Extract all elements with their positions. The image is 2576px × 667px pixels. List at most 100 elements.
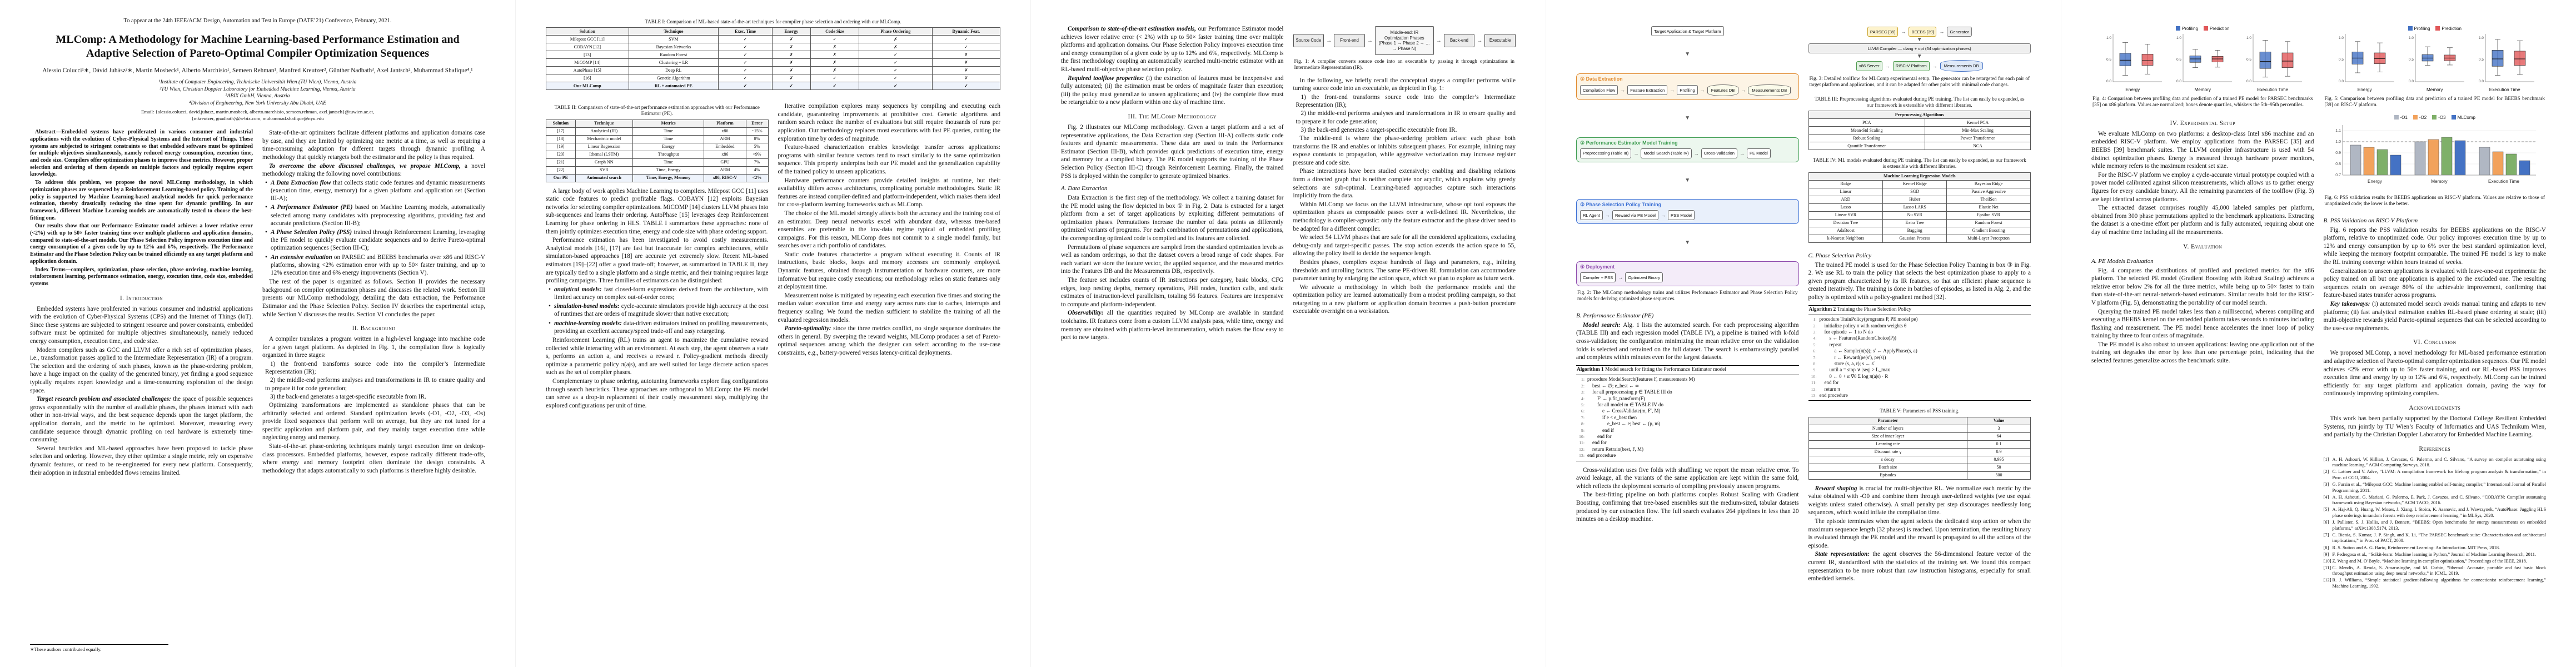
algorithm-line: 11:end for — [1808, 380, 2031, 386]
table-cell: 7% — [745, 158, 769, 167]
numbered-item: 2) the middle-end performs analyses and … — [265, 377, 485, 392]
page-4: Target Application & Target Platform▼① D… — [1546, 0, 2061, 667]
table-header-cell: Exec. Time — [718, 27, 773, 36]
table-cell: Epsilon SVR — [1946, 211, 2031, 220]
line-text: s ← Features(RandomChoice(P)) — [1829, 335, 1896, 341]
table-cell: 0.1 — [1967, 440, 2031, 449]
paragraph: Reward shaping is crucial for multi-obje… — [1808, 485, 2031, 516]
line-text: initialize policy π with random weights … — [1824, 322, 1907, 328]
table-cell: Ridge — [1808, 180, 1884, 188]
reference-number: [2] — [2323, 469, 2329, 475]
panel-label: Energy — [2357, 87, 2372, 92]
svg-text:1.0: 1.0 — [2339, 36, 2344, 40]
table-cell: ✗ — [931, 58, 1001, 67]
arrow-icon: → — [1700, 87, 1705, 93]
subsection-heading: B. PSS Validation on RISC-V Platform — [2323, 217, 2418, 224]
table-cell: Analytical (IR) — [575, 127, 633, 136]
paragraph: Feature-based characterization enables k… — [778, 144, 1001, 175]
table-cell: Linear SVR — [1808, 211, 1884, 220]
subsection-heading: A. Data Extraction — [1061, 185, 1108, 192]
figure-caption: Fig. 2: The MLComp methodology trains an… — [1577, 290, 1798, 302]
boxplot-chart-memory: 0.00.51.0 — [2409, 34, 2464, 83]
svg-text:Memory: Memory — [2431, 179, 2448, 184]
figure-caption: Fig. 6: PSS validation results for BEEBS… — [2324, 194, 2545, 207]
diagram-nodes: Compilation Flow→Feature Extraction→Prof… — [1580, 84, 1795, 96]
table-cell: ✗ — [859, 43, 933, 52]
table-head-row: Preprocessing Algorithms — [1808, 111, 2031, 120]
paragraph: Optimizing transformations are implement… — [262, 401, 485, 441]
table-cell: TheilSen — [1946, 195, 2031, 204]
table-cell: <2% — [745, 173, 769, 182]
boxplot-chart-memory: 0.00.51.0 — [2176, 34, 2233, 83]
line-number: 2: — [1581, 383, 1585, 389]
algorithm-line: 6:a ← Sample(π(s)); s′ ← ApplyPhase(s, a… — [1808, 348, 2031, 354]
paragraph: This work has been partially supported b… — [2323, 415, 2547, 439]
diagram-node: Optimized Binary — [1625, 272, 1663, 282]
page-3-left-column: Comparison to state-of-the-art estimatio… — [1061, 25, 1284, 653]
reference-number: [11] — [2323, 565, 2331, 570]
table-cell: Energy — [632, 142, 705, 151]
reference-item: [7] C. Bienia, S. Kumar, J. P. Singh, an… — [2323, 532, 2547, 544]
line-number: 9: — [1581, 427, 1585, 433]
algorithm-line: 10:θ ← θ + α ∇θ Σ log π(a|s) · R — [1808, 374, 2031, 380]
line-text: end procedure — [1587, 452, 1616, 459]
table-row: COBAYN [12]Bayesian Networks✓✗✗✗✓ — [546, 43, 1001, 52]
algorithm-line: 11:end for — [1576, 440, 1799, 446]
bullet-lead: analytical models: — [554, 286, 604, 293]
section-heading: III. The MLComp Methodology — [1128, 112, 1217, 120]
paragraph: To overcome the above discussed challeng… — [262, 162, 485, 178]
bullet-item: analytical models: fast closed-form expr… — [546, 286, 769, 301]
line-text: for all preprocessing p ∈ TABLE III do — [1592, 389, 1672, 395]
paragraph: Observability: all the quantities requir… — [1061, 310, 1284, 341]
figure-fig3: PARSEC [35]→BEEBS [39]→Generator▼LLVM Co… — [1808, 26, 2031, 72]
paragraph: Complementary to phase ordering, autotun… — [546, 377, 769, 409]
table-cell: ✗ — [771, 51, 811, 59]
table-cell: ✓ — [771, 82, 811, 91]
table-tableI: TABLE I: Comparison of ML-based state-of… — [546, 19, 1001, 91]
arrow-down-icon: ▼ — [1685, 51, 1691, 58]
algorithm-line: 13:end procedure — [1808, 392, 2031, 399]
svg-text:0.9: 0.9 — [2335, 151, 2341, 155]
line-number: 8: — [1813, 361, 1817, 367]
line-number: 10: — [1579, 434, 1585, 440]
arrow-icon: → — [1436, 37, 1442, 44]
arrow-icon: → — [1739, 150, 1745, 156]
reference-number: [9] — [2323, 551, 2329, 557]
paragraph: The extracted dataset comprises roughly … — [2091, 205, 2314, 236]
algorithm-line: 1:procedure ModelSearch(features F, meas… — [1576, 376, 1799, 382]
table-cell: ✓ — [931, 35, 1001, 44]
table-cell: RL + automated PE — [628, 82, 719, 91]
diagram-node: PE Model — [1746, 148, 1771, 158]
paragraph: Modern compilers such as GCC and LLVM of… — [30, 346, 253, 394]
table-cell: ✗ — [810, 66, 860, 75]
table-cell: ~15% — [745, 127, 769, 136]
line-text: end for — [1592, 440, 1607, 446]
arrow-icon: → — [1633, 150, 1639, 156]
line-text: return π — [1824, 386, 1840, 392]
table-cell: ✗ — [810, 58, 860, 67]
table-cell: COBAYN [12] — [546, 43, 629, 52]
line-text: end for — [1597, 434, 1612, 440]
diagram-node: Feature Extraction — [1627, 85, 1668, 96]
algorithm-line: 4:s ← Features(RandomChoice(P)) — [1808, 335, 2031, 341]
reference-item: [6] J. Pallister, S. J. Hollis, and J. B… — [2323, 520, 2547, 531]
page-3-columns: Comparison to state-of-the-art estimatio… — [1061, 25, 1516, 653]
page-1-columns: Abstract—Embedded systems have prolifera… — [30, 129, 485, 653]
table-cell: k-Nearest Neighbors — [1808, 234, 1884, 243]
table-cell: 4% — [745, 166, 769, 175]
reference-number: [7] — [2323, 532, 2329, 537]
table-cell: AdaBoost — [1808, 226, 1884, 235]
table-cell: [17] — [546, 127, 576, 136]
table-cell: Huber — [1882, 195, 1947, 204]
paragraph: State representation: the agent observes… — [1808, 551, 2031, 583]
bullet-item: A Performance Estimator (PE) based on Ma… — [262, 203, 485, 227]
legend-item: -O3 — [2432, 115, 2446, 120]
